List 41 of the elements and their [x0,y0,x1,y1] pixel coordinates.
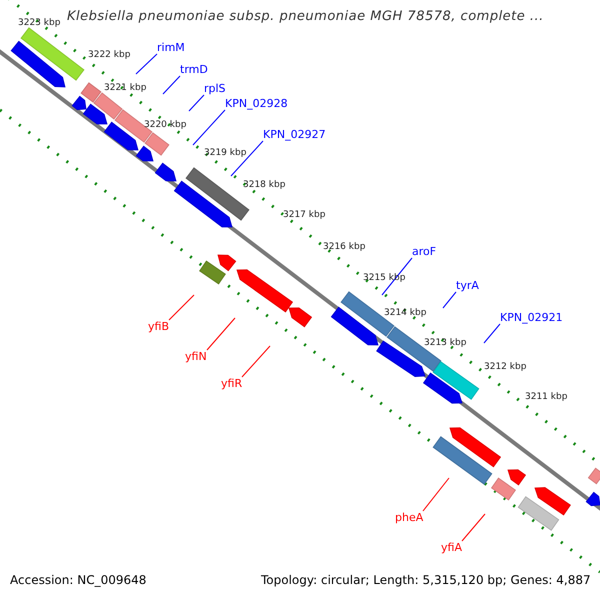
leader-line [442,292,456,308]
tick-label: 3219 kbp [204,148,246,159]
leader-line [422,478,450,512]
leader-line [382,258,412,296]
tick-label: 3222 kbp [88,50,130,61]
leader-line [188,94,204,112]
leader-line [168,294,194,320]
gene-label: rplS [204,82,226,95]
leader-line [484,324,500,344]
leader-line [242,346,270,378]
gene-label: aroF [412,245,436,258]
tick-label: 3220 kbp [144,120,186,131]
footer-text: Accession: NC_009648 [10,573,146,588]
leader-line [162,76,180,94]
gene-label: yfiR [221,377,242,390]
gene-label: rimM [157,41,185,54]
gene-label: KPN_02927 [263,128,326,141]
tick-label: 3212 kbp [484,362,526,373]
tick-label: 3214 kbp [384,308,426,319]
leader-line [206,318,236,350]
leader-line [192,110,226,146]
leader-line [136,54,158,74]
gene-label: tyrA [456,279,479,292]
tick-label: 3216 kbp [323,242,366,253]
map-title: Klebsiella pneumoniae subsp. pneumoniae MGH 78578, complete ... [67,9,544,25]
tick-label: 3217 kbp [283,210,326,221]
tick-label: 3211 kbp [525,392,568,403]
gene-label: yfiB [148,320,169,333]
gene-label: yfiN [185,350,207,363]
footer-text: Topology: circular; Length: 5,315,120 bp; Genes: 4,887 [261,573,591,588]
leader-line [230,140,264,176]
gene-label: KPN_02928 [225,97,288,110]
gene-label: yfiA [441,541,462,554]
tick-label: 3221 kbp [104,83,146,94]
gene-label: trmD [180,63,208,76]
gene-label: KPN_02921 [500,311,563,324]
gene-label: pheA [395,511,424,524]
leader-line [462,514,486,542]
tick-label: 3213 kbp [424,338,466,349]
tick-label: 3218 kbp [243,180,286,191]
tick-label: 3223 kbp [18,18,60,29]
